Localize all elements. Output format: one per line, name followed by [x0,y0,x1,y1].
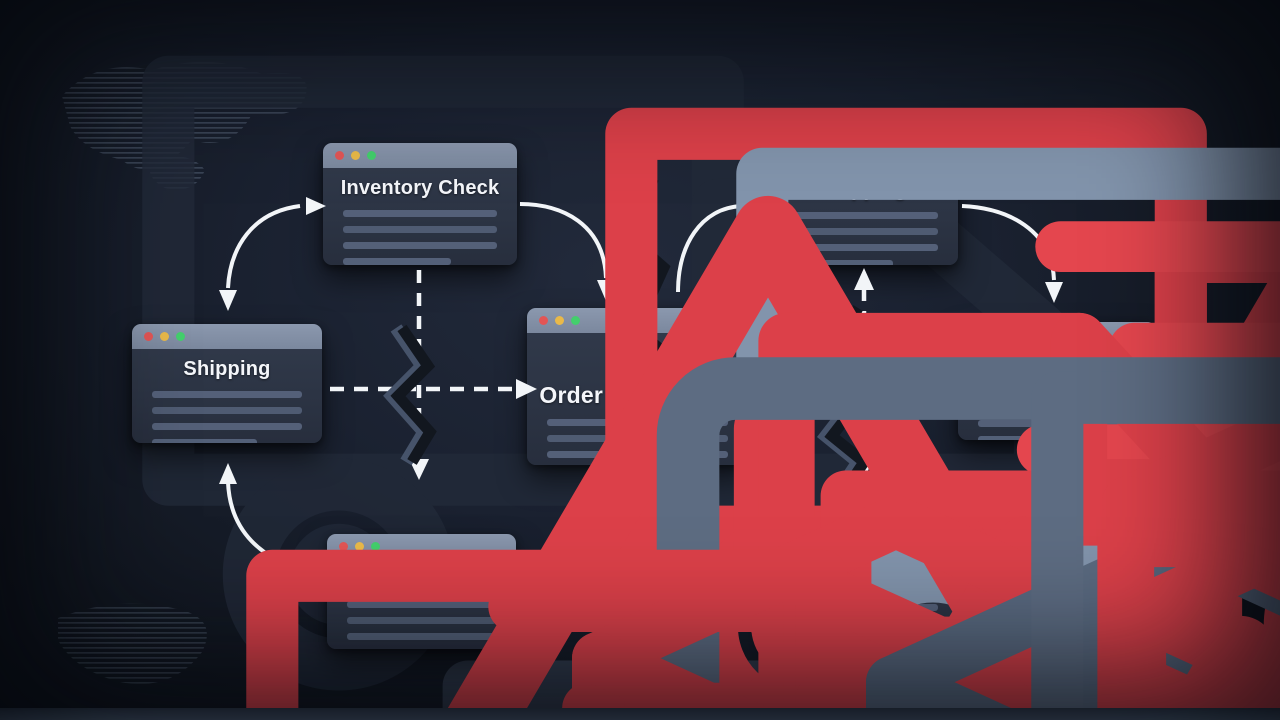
crack-right [811,304,874,496]
window-content-lines [527,409,748,465]
window-delivery: Delivery [768,537,958,653]
window-title: Inventory Check [340,177,500,199]
window-content-lines [768,202,958,265]
arrow-inventory-to-order [519,202,615,301]
traffic-dot-yellow [355,542,364,551]
window-warehouse: Warehouse [327,534,516,649]
traffic-dot-red [780,153,789,162]
bottom-edge-strip [0,708,1280,720]
traffic-dot-yellow [986,330,995,339]
document-icon [1126,539,1280,720]
traffic-dot-green [571,316,580,325]
alert-triangle-filled-icon [527,338,748,380]
window-shipping-left: Shipping [132,324,322,443]
world-map-bottom-right [1010,594,1237,699]
window-order-processing: Order Processing [527,308,748,465]
traffic-dot-red [539,316,548,325]
traffic-dot-yellow [796,153,805,162]
window-title: Order Processing [539,382,736,408]
traffic-dot-green [367,151,376,160]
warning-triangle-icon [1141,551,1280,720]
traffic-dot-green [812,545,821,554]
window-content-lines [323,200,517,265]
window-customer-notification: Customer Notification [958,322,1156,440]
window-inventory-check: Inventory Check [323,143,517,265]
traffic-dot-red [780,545,789,554]
arrow-shipping-left-inventory [219,197,326,311]
traffic-dot-red [339,542,348,551]
window-content-lines [132,381,322,443]
window-titlebar [527,308,748,333]
traffic-dot-red [144,332,153,341]
traffic-dot-yellow [555,316,564,325]
truck-icon [1057,398,1280,720]
window-title: Shipping [183,358,271,380]
window-title: Shipping [819,179,907,201]
traffic-dot-yellow [351,151,360,160]
window-titlebar [958,322,1156,347]
package-box-icon [1140,476,1280,720]
traffic-dot-yellow [160,332,169,341]
traffic-dot-green [176,332,185,341]
window-content-lines [327,591,516,649]
window-content-lines [768,594,958,653]
traffic-dot-red [335,151,344,160]
arrow-order-to-shipping-top [676,197,764,293]
arrowhead-up [854,268,874,290]
window-title: Warehouse [367,568,476,590]
arrow-shipping-top-to-customer [961,204,1063,303]
traffic-dot-green [371,542,380,551]
traffic-dot-red [970,330,979,339]
traffic-dot-green [812,153,821,162]
arrow-order-to-delivery [676,506,749,598]
arrowhead-down [854,458,874,479]
window-title: Customer Notification [959,356,1155,377]
arrow-order-to-warehouse [541,506,614,597]
traffic-dot-yellow [796,545,805,554]
window-titlebar [132,324,322,349]
traffic-dot-green [1002,330,1011,339]
world-map-top-left [62,61,307,190]
window-titlebar [327,534,516,559]
arrowhead-down [409,459,429,480]
world-map-bottom-left [58,603,207,684]
window-titlebar [768,145,958,170]
window-shipping-top: Shipping [768,145,958,265]
arrow-delivery-to-customer [963,467,1065,575]
arrow-warehouse-to-shipping-left [219,463,311,574]
window-title: Delivery [823,571,903,593]
crack-left [383,324,437,466]
arrowhead-right [938,376,958,396]
window-content-lines [958,378,1156,440]
window-titlebar [323,143,517,168]
window-titlebar [768,537,958,562]
